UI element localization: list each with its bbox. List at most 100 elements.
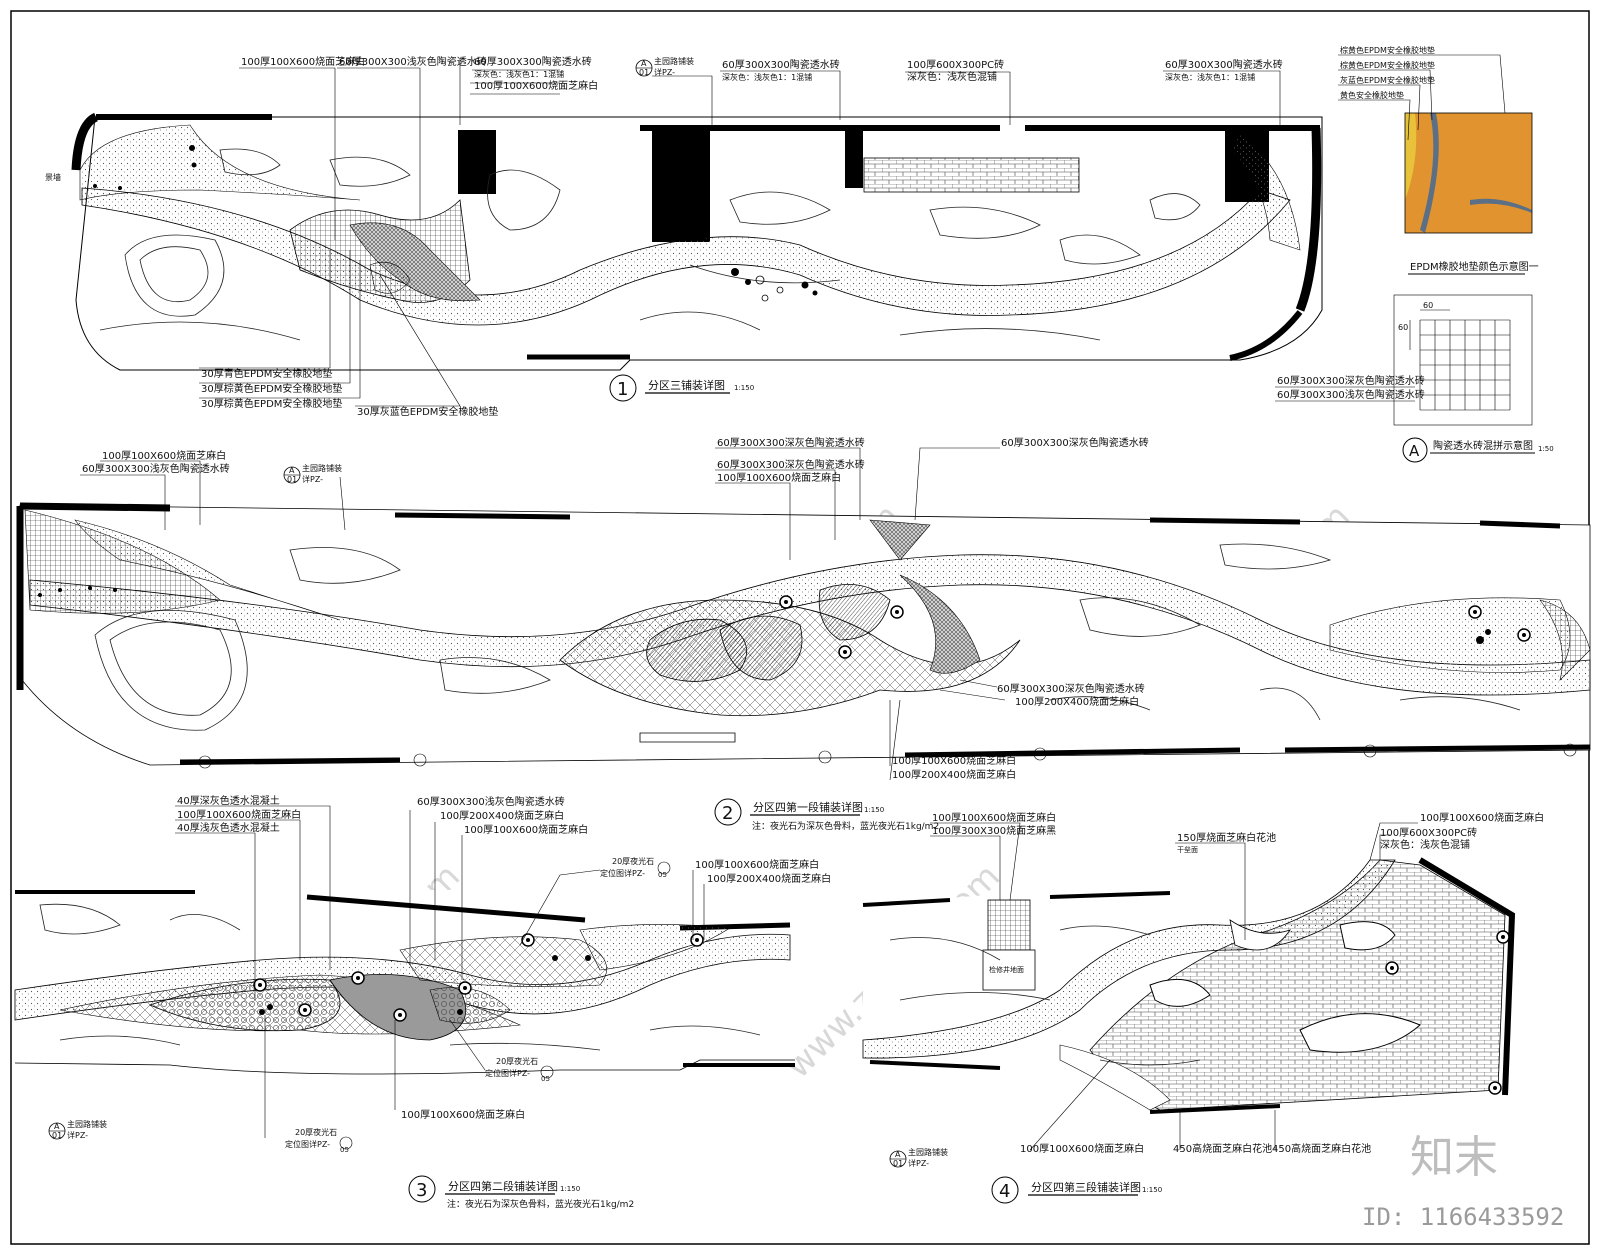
plan-2 <box>16 502 1591 769</box>
plan1-label: 深灰色：浅灰色1：1混铺 <box>1165 72 1255 82</box>
plan-3-labels: 40厚深灰色透水混凝土 100厚100X600烧面芝麻白 40厚浅灰色透水混凝土… <box>48 794 831 1210</box>
plan3-label: 定位图详PZ- <box>485 1068 530 1078</box>
plan1-label: 60厚300X300陶瓷透水砖 <box>722 58 840 71</box>
plan1-label: 100厚100X600烧面芝麻白 <box>474 79 598 92</box>
plan3-ref-badge-bottom: 01 <box>52 1131 62 1140</box>
tile-legend-scale: 1:50 <box>1538 445 1554 453</box>
plan1-label: 30厚棕黄色EPDM安全橡胶地垫 <box>201 397 342 410</box>
plan3-label: 100厚100X600烧面芝麻白 <box>464 823 588 836</box>
plan2-ref-badge-bottom: 01 <box>287 475 297 484</box>
plan3-scale: 1:150 <box>560 1185 580 1193</box>
plan2-ref-text: 主园路铺装 <box>302 463 342 473</box>
plan1-label: 60厚300X300陶瓷透水砖 <box>1165 58 1283 71</box>
plan-2-leaders <box>80 447 1006 781</box>
plan2-title: 分区四第一段铺装详图 <box>753 800 863 814</box>
plan4-label: 100厚600X300PC砖 <box>1380 826 1477 839</box>
epdm-legend: 棕黄色EPDM安全橡胶地垫 棕黄色EPDM安全橡胶地垫 灰蓝色EPDM安全橡胶地… <box>1338 45 1539 275</box>
plan2-label: 100厚100X600烧面芝麻白 <box>892 754 1016 767</box>
plan3-note: 注：夜光石为深灰色骨料，蓝光夜光石1kg/m2 <box>447 1198 634 1210</box>
plan-2-labels: 100厚100X600烧面芝麻白 60厚300X300浅灰色陶瓷透水砖 60厚3… <box>82 436 1149 832</box>
plan1-label: 深灰色：浅灰色1：1混铺 <box>722 72 812 82</box>
plan1-label: 60厚300X300陶瓷透水砖 <box>474 55 592 68</box>
plan4-label: 100厚100X600烧面芝麻白 <box>1020 1142 1144 1155</box>
epdm-swatch-blue <box>1420 113 1439 233</box>
plan2-label: 100厚100X600烧面芝麻白 <box>717 471 841 484</box>
plan1-ref-badge-top: A <box>641 59 647 68</box>
plan3-badge <box>339 1136 353 1150</box>
epdm-legend-item: 黄色安全橡胶地垫 <box>1340 90 1404 100</box>
epdm-legend-item: 棕黄色EPDM安全橡胶地垫 <box>1340 60 1435 70</box>
tile-legend-badge <box>1402 437 1428 463</box>
plan3-label: 100厚200X400烧面芝麻白 <box>707 872 831 885</box>
plan2-label: 60厚300X300浅灰色陶瓷透水砖 <box>82 462 230 475</box>
plan4-label: 100厚100X600烧面芝麻白 <box>1420 811 1544 824</box>
epdm-legend-item: 棕黄色EPDM安全橡胶地垫 <box>1340 45 1435 55</box>
plan4-label: 干垒面 <box>1177 845 1198 854</box>
plan3-label: 40厚浅灰色透水混凝土 <box>177 821 280 834</box>
plan4-ref-badge-top: A <box>895 1150 901 1159</box>
plan3-number-circle <box>408 1175 436 1203</box>
plan3-number: 3 <box>416 1180 427 1201</box>
plan3-label: 100厚200X400烧面芝麻白 <box>440 809 564 822</box>
plan1-ref-text: 主园路铺装 <box>654 56 694 66</box>
plan4-label: 450高烧面芝麻白花池 <box>1173 1142 1272 1155</box>
plan-4 <box>862 857 1516 1115</box>
plan3-label: 100厚100X600烧面芝麻白 <box>401 1108 525 1121</box>
plan3-label: 100厚100X600烧面芝麻白 <box>695 858 819 871</box>
plan2-label: 60厚300X300深灰色陶瓷透水砖 <box>1001 436 1149 449</box>
plan4-number: 4 <box>999 1181 1010 1202</box>
plan-4-leaders <box>930 822 1418 1151</box>
plan3-ref-text: 详PZ- <box>67 1130 88 1140</box>
plan1-ref-text: 详PZ- <box>654 67 675 77</box>
plan4-ref-text: 主园路铺装 <box>908 1147 948 1157</box>
plan2-number: 2 <box>722 803 733 824</box>
brand-watermark: 知末 ID: 1166433592 <box>1362 1132 1564 1231</box>
plan4-ref-text: 详PZ- <box>908 1158 929 1168</box>
plan1-label: 30厚灰蓝色EPDM安全橡胶地垫 <box>357 405 498 418</box>
epdm-swatch-yellow <box>1405 113 1417 200</box>
plan1-number: 1 <box>617 379 628 400</box>
plan4-box-label: 检修井地面 <box>989 965 1024 974</box>
plan3-label: 100厚100X600烧面芝麻白 <box>177 808 301 821</box>
plan3-label: 40厚深灰色透水混凝土 <box>177 794 280 807</box>
brand-logo-text: 知末 <box>1410 1132 1498 1183</box>
plan-4-labels: 100厚100X600烧面芝麻白 100厚300X300烧面芝麻黑 150厚烧面… <box>889 811 1544 1204</box>
plan2-label: 100厚200X400烧面芝麻白 <box>1015 695 1139 708</box>
plan1-label: 30厚棕黄色EPDM安全橡胶地垫 <box>201 382 342 395</box>
plan1-label: 30厚青色EPDM安全橡胶地垫 <box>201 367 332 380</box>
plan3-label: 20厚夜光石 <box>295 1127 337 1137</box>
plan2-label: 60厚300X300深灰色陶瓷透水砖 <box>717 436 865 449</box>
plan-1-labels: 100厚100X600烧面芝麻白 60厚300X300浅灰色陶瓷透水砖 60厚3… <box>45 55 1283 418</box>
plan1-number-circle <box>609 374 637 402</box>
image-id-text: ID: 1166433592 <box>1362 1203 1564 1231</box>
plan-3-leaders <box>175 805 705 1138</box>
epdm-legend-title: EPDM橡胶地垫颜色示意图一 <box>1410 260 1539 273</box>
plan2-label: 100厚100X600烧面芝麻白 <box>102 449 226 462</box>
plan3-label: 定位图详PZ- <box>285 1139 330 1149</box>
plan1-scale: 1:150 <box>734 384 754 392</box>
plan-3 <box>14 890 795 1090</box>
plan2-number-circle <box>714 798 742 826</box>
tile-legend-dim: 60 <box>1398 323 1408 332</box>
plan3-ref-text: 主园路铺装 <box>67 1119 107 1129</box>
plan-1 <box>71 112 1323 371</box>
plan4-label: 100厚300X300烧面芝麻黑 <box>932 824 1056 837</box>
plan2-ref-text: 详PZ- <box>302 474 323 484</box>
plan1-label: 60厚300X300浅灰色陶瓷透水砖 <box>339 55 487 68</box>
plan3-badge-num: 05 <box>658 871 667 879</box>
plan3-badge-num: 05 <box>340 1146 349 1154</box>
plan4-label: 150厚烧面芝麻白花池 <box>1177 831 1276 844</box>
tile-legend-title: 陶瓷透水砖混拼示意图 <box>1433 439 1533 452</box>
plan2-label: 60厚300X300深灰色陶瓷透水砖 <box>717 458 865 471</box>
tile-legend: 60 60 60厚300X300深灰色陶瓷透水砖 60厚300X300浅灰色陶瓷… <box>1275 294 1554 463</box>
plan4-number-circle <box>991 1176 1019 1204</box>
plan3-label: 60厚300X300浅灰色陶瓷透水砖 <box>417 795 565 808</box>
plan2-label: 100厚200X400烧面芝麻白 <box>892 768 1016 781</box>
plan3-ref-badge-top: A <box>54 1122 60 1131</box>
tile-legend-item: 60厚300X300深灰色陶瓷透水砖 <box>1277 374 1425 387</box>
plan1-side-label: 景墙 <box>45 172 61 182</box>
plan3-badge <box>657 861 671 875</box>
plan3-badge-num: 05 <box>541 1075 550 1083</box>
plan4-title: 分区四第三段铺装详图 <box>1031 1180 1141 1194</box>
